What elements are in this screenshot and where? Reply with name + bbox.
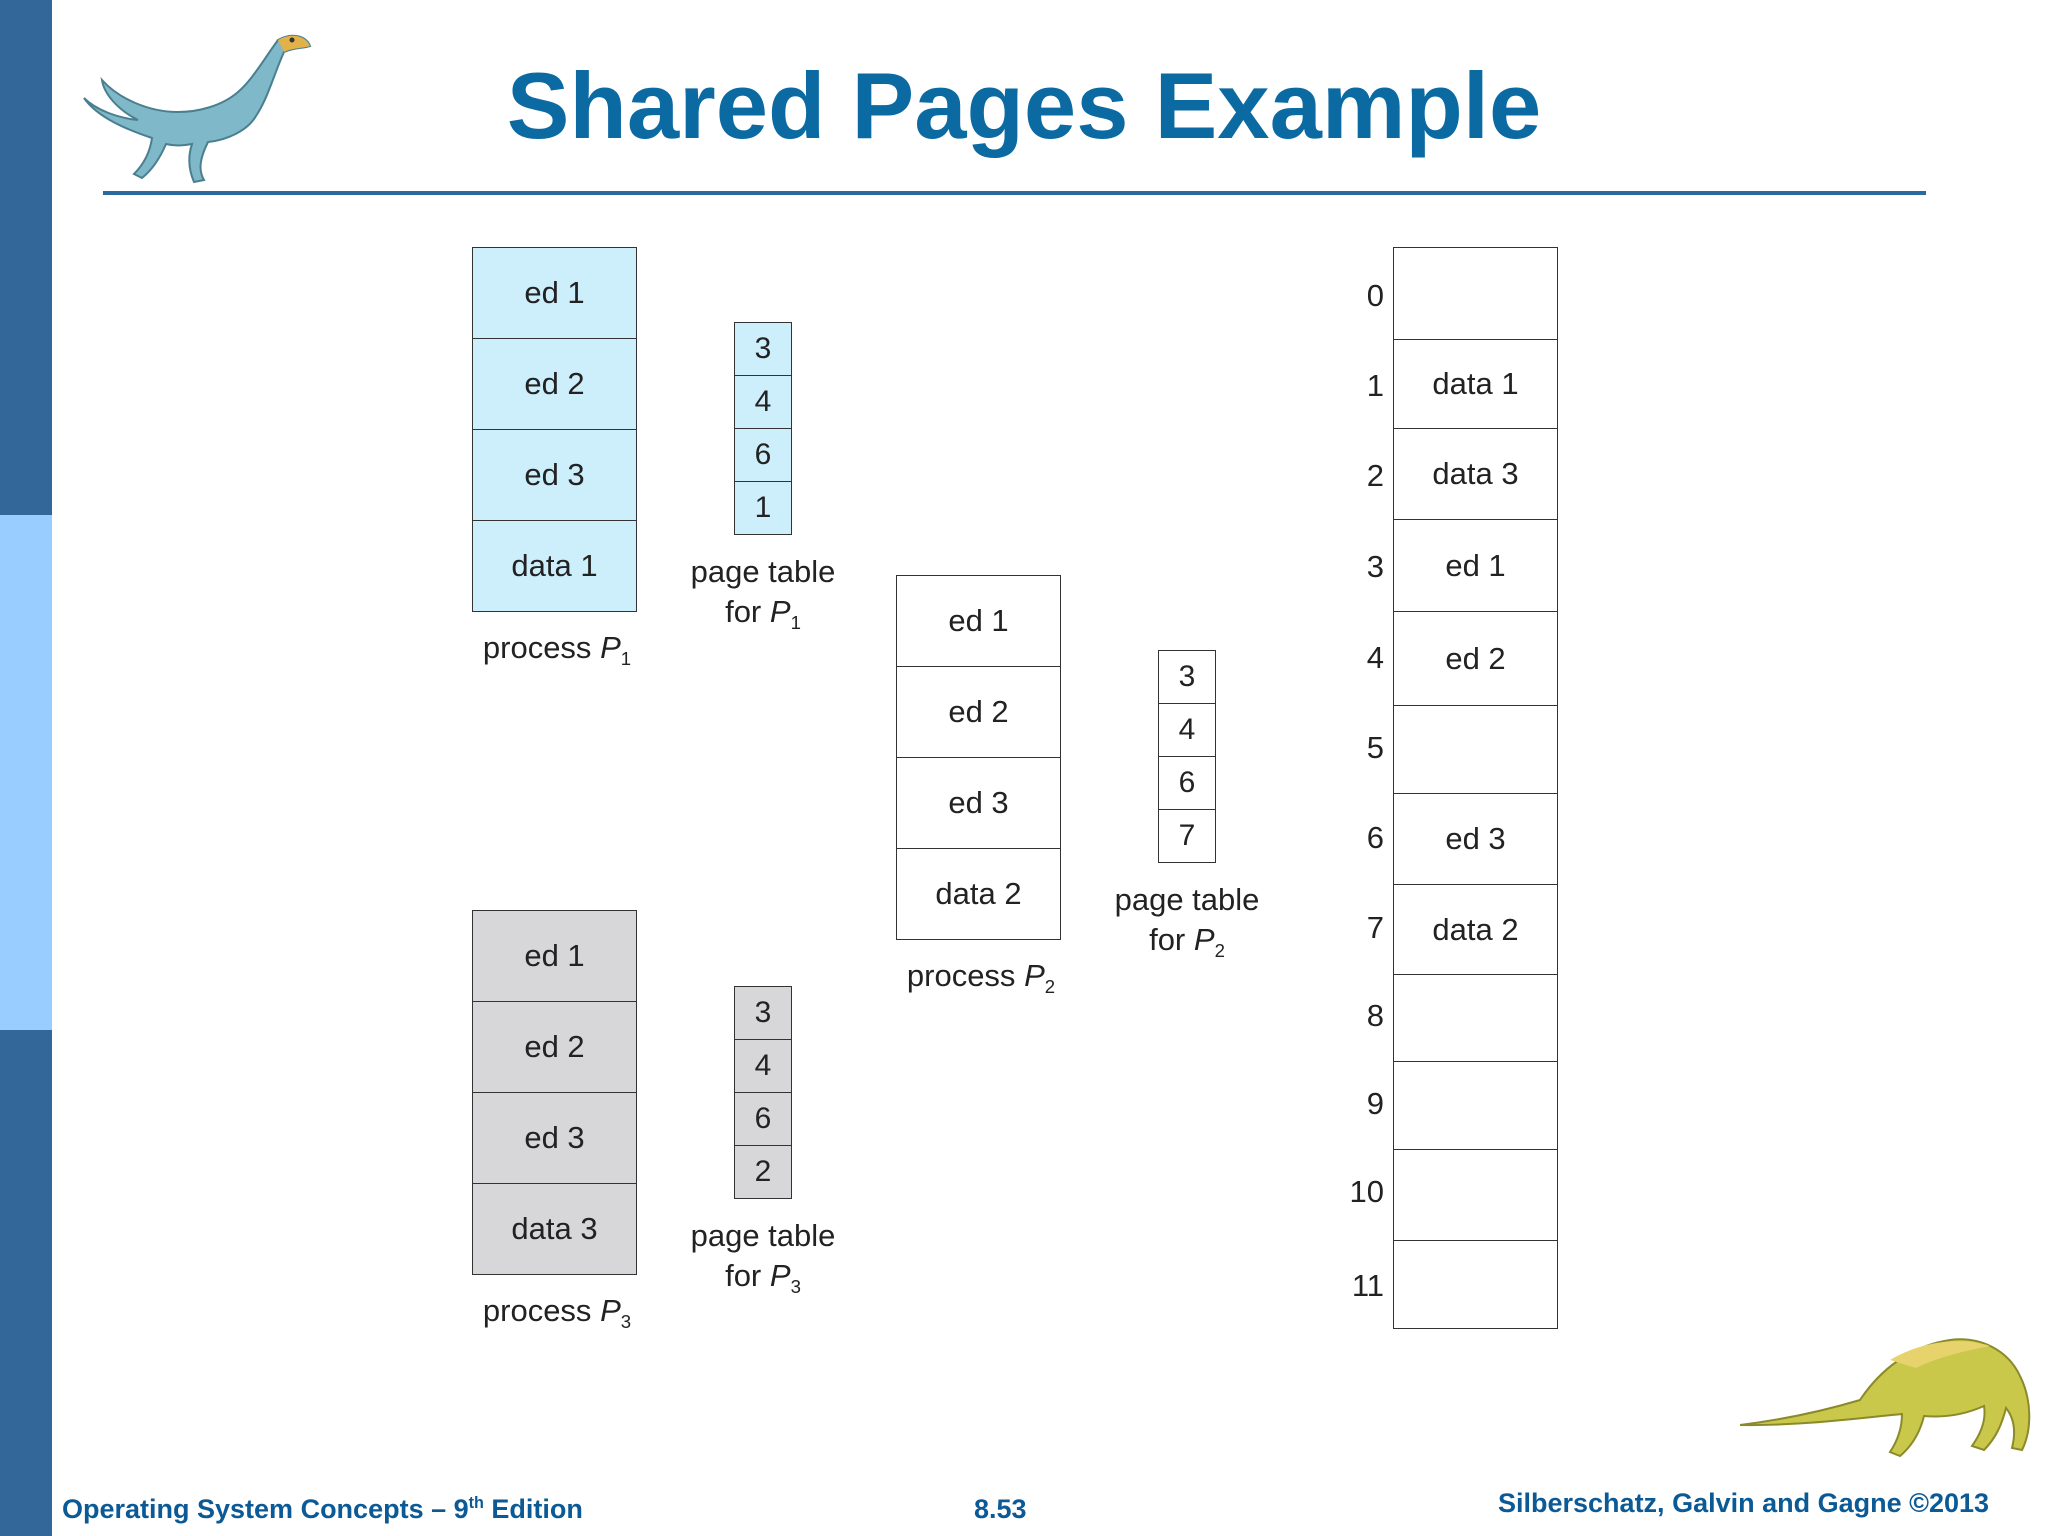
frame-number-6: 6 [1366,820,1384,855]
frame-number-0: 0 [1366,278,1384,313]
frame-8 [1393,974,1558,1062]
pt2-entry-0: 3 [1158,650,1216,704]
footer-page-number: 8.53 [974,1494,1027,1524]
frame-number-1: 1 [1366,368,1384,403]
frame-5 [1393,705,1558,794]
p2-page-0: ed 1 [896,575,1061,667]
frame-7: data 2 [1393,884,1558,975]
p2-page-1: ed 2 [896,666,1061,758]
frame-11 [1393,1240,1558,1329]
frame-4: ed 2 [1393,611,1558,706]
p1-process-label: process P1 [482,630,632,670]
p1-page-0: ed 1 [472,247,637,339]
p3-page-1: ed 2 [472,1001,637,1093]
dinosaur-logo-top [83,34,312,184]
p2-page-3: data 2 [896,848,1061,940]
frame-number-4: 4 [1366,640,1384,675]
title-divider [103,191,1926,195]
footer-authors: Silberschatz, Galvin and Gagne ©2013 [1498,1488,1990,1518]
pt1-entry-0: 3 [734,322,792,376]
page-title: Shared Pages Example [506,53,1542,158]
dinosaur-logo-bottom [1740,1338,2031,1458]
p1-page-1: ed 2 [472,338,637,430]
p3-process-label: process P3 [482,1293,632,1333]
p3-page-0: ed 1 [472,910,637,1002]
pt2-entry-1: 4 [1158,703,1216,757]
frame-0 [1393,247,1558,340]
frame-number-11: 11 [1351,1268,1384,1303]
frame-6: ed 3 [1393,793,1558,885]
frame-9 [1393,1061,1558,1150]
p1-page-3: data 1 [472,520,637,612]
p3-page-3: data 3 [472,1183,637,1275]
pt2-entry-2: 6 [1158,756,1216,810]
frame-number-10: 10 [1349,1174,1384,1209]
pt1-entry-1: 4 [734,375,792,429]
p2-page-2: ed 3 [896,757,1061,849]
footer-book-title: Operating System Concepts – 9th Edition [62,1494,583,1524]
frame-number-5: 5 [1366,730,1384,765]
pt1-entry-2: 6 [734,428,792,482]
frame-number-9: 9 [1366,1086,1384,1121]
frame-2: data 3 [1393,428,1558,520]
frame-number-8: 8 [1366,998,1384,1033]
frame-1: data 1 [1393,339,1558,429]
pt3-entry-1: 4 [734,1039,792,1093]
pt3-entry-0: 3 [734,986,792,1040]
frame-3: ed 1 [1393,519,1558,612]
pt3-entry-2: 6 [734,1092,792,1146]
pt2-entry-3: 7 [1158,809,1216,863]
pt3-label: page table for P3 [690,1218,836,1298]
pt1-label: page table for P1 [690,554,836,634]
frame-number-7: 7 [1366,910,1384,945]
frame-number-2: 2 [1366,458,1384,493]
frame-number-3: 3 [1366,549,1384,584]
p3-page-2: ed 3 [472,1092,637,1184]
p2-process-label: process P2 [906,958,1056,998]
pt1-entry-3: 1 [734,481,792,535]
left-sidebar-highlight [0,515,52,1030]
frame-10 [1393,1149,1558,1241]
p1-page-2: ed 3 [472,429,637,521]
pt3-entry-3: 2 [734,1145,792,1199]
pt2-label: page table for P2 [1114,882,1260,962]
